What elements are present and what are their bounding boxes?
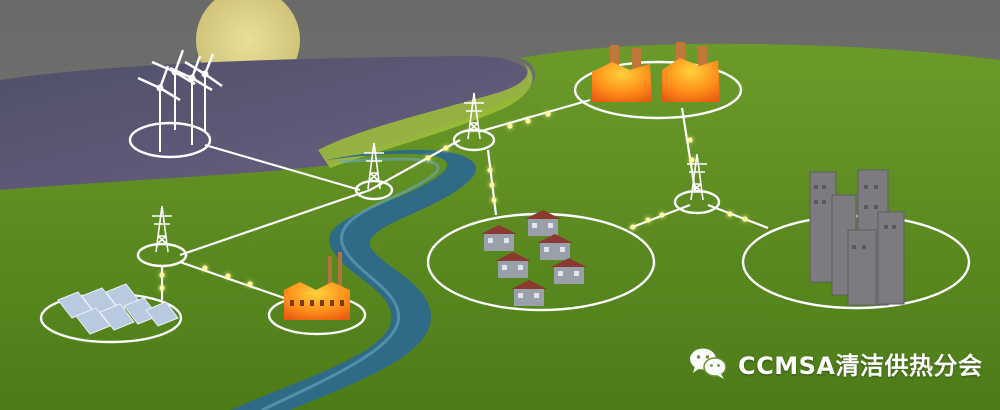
river — [230, 149, 476, 410]
pylon-icon — [687, 153, 707, 201]
building — [847, 229, 877, 306]
house-icon — [551, 258, 587, 284]
house-icon — [495, 252, 531, 278]
pylon-icon — [152, 205, 172, 253]
wind-turbines — [137, 49, 223, 152]
house-icon — [481, 225, 517, 251]
river-highlight — [261, 157, 440, 410]
lake — [0, 56, 528, 190]
houses — [481, 210, 587, 306]
solar-panel — [145, 301, 179, 327]
ring-pylon-4 — [673, 189, 721, 215]
building — [877, 211, 905, 305]
house-icon — [525, 210, 561, 236]
energy-flow-dots — [159, 111, 748, 291]
wind-turbine-icon — [184, 53, 223, 132]
pylons — [152, 92, 707, 253]
watermark: CCMSA清洁供热分会 — [688, 345, 982, 381]
pylon-icon — [364, 142, 384, 190]
solar-panel — [99, 303, 135, 331]
solar-panel — [75, 307, 111, 335]
house-icon — [511, 280, 547, 306]
ring-pylon-2 — [452, 128, 496, 152]
solar-panels — [57, 283, 179, 335]
factory — [284, 252, 350, 320]
power-plant — [592, 42, 720, 102]
pylon-icon — [464, 92, 484, 140]
shore — [318, 62, 533, 168]
watermark-text: CCMSA清洁供热分会 — [738, 351, 983, 380]
wind-turbine-icon — [169, 55, 213, 145]
ring-power-plant — [573, 60, 743, 120]
wechat-icon — [690, 348, 727, 379]
house-icon — [537, 234, 573, 260]
city — [809, 169, 905, 306]
ring-wind-farm — [128, 121, 212, 159]
